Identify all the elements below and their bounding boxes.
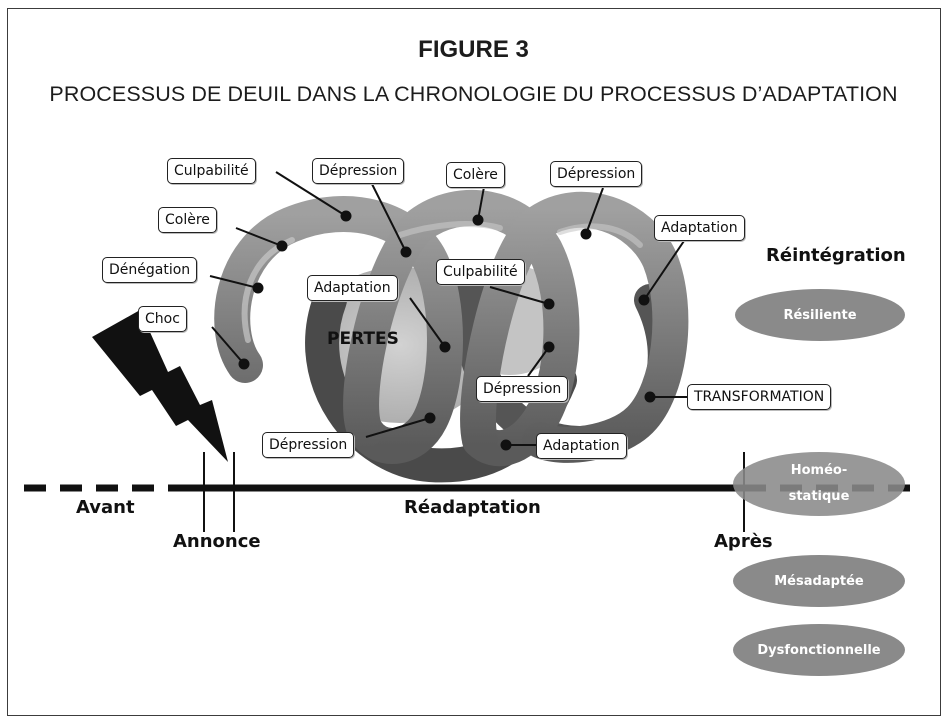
label-depression-3: Dépression: [476, 376, 569, 402]
outcome-mesadaptee: Mésadaptée: [733, 555, 905, 607]
outcome-resiliente: Résiliente: [735, 289, 905, 341]
spiral-center-label: PERTES: [327, 329, 399, 349]
label-adaptation-1: Adaptation: [654, 215, 745, 241]
label-depression-4: Dépression: [262, 432, 355, 458]
outcome-dysfonctionnelle: Dysfonctionnelle: [733, 624, 905, 676]
label-choc: Choc: [138, 306, 187, 332]
label-colere-1: Colère: [158, 207, 217, 233]
timeline-apres: Après: [714, 531, 773, 552]
label-culpabilite-2: Culpabilité: [436, 259, 525, 285]
label-denegation: Dénégation: [102, 257, 198, 283]
label-depression-1: Dépression: [312, 158, 405, 184]
lightning-bolt-icon: [92, 310, 228, 462]
reintegration-heading: Réintégration: [766, 245, 906, 266]
label-colere-2: Colère: [446, 162, 505, 188]
label-culpabilite-1: Culpabilité: [167, 158, 256, 184]
figure-title: FIGURE 3: [418, 36, 529, 63]
outcome-homeostatique: Homéo- statique: [733, 452, 905, 516]
label-adaptation-2: Adaptation: [307, 275, 398, 301]
leader-lines: [209, 171, 690, 451]
timeline-readaptation: Réadaptation: [404, 497, 541, 518]
timeline-avant: Avant: [76, 497, 135, 518]
spiral-tube: [214, 189, 689, 467]
label-depression-2: Dépression: [550, 161, 643, 187]
timeline-annonce: Annonce: [173, 531, 261, 552]
label-transformation: TRANSFORMATION: [687, 384, 832, 410]
figure-subtitle: PROCESSUS DE DEUIL DANS LA CHRONOLOGIE D…: [49, 82, 898, 106]
label-adaptation-3: Adaptation: [536, 433, 627, 459]
figure-frame: [7, 8, 941, 716]
